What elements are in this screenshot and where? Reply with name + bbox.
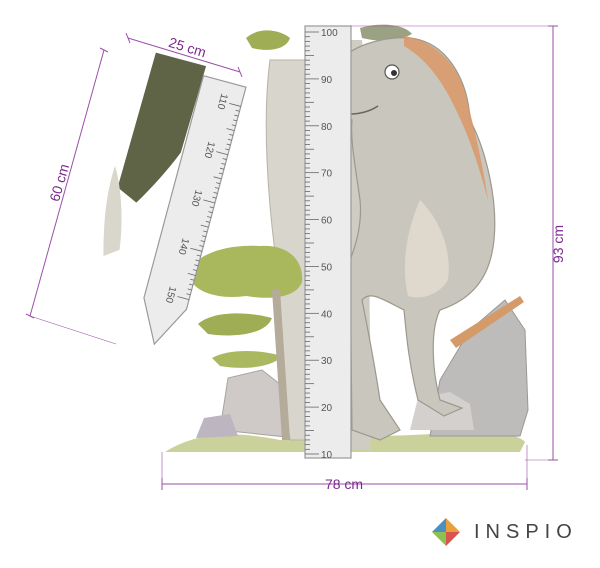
extension-ruler-tick xyxy=(203,230,208,233)
brand-footer: INSPIO xyxy=(432,516,578,548)
extension-trunk-dark xyxy=(117,52,207,203)
extension-ruler-tick xyxy=(231,124,236,127)
extension-ruler-tick xyxy=(226,128,235,131)
extension-ruler-tick xyxy=(222,158,227,160)
dimension-label-height-extension: 60 cm xyxy=(46,162,72,203)
extension-ruler-tick xyxy=(199,245,204,247)
extension-ruler-tick xyxy=(213,176,222,180)
extension-ruler-board xyxy=(143,74,247,346)
height-ruler-main: 100 90 80 70 60 50 40 30 20 10 xyxy=(304,25,352,461)
extension-ruler-tick xyxy=(196,254,201,257)
extension-ruler-tick xyxy=(192,269,197,272)
ruler-main-board xyxy=(304,25,352,459)
extension-ruler-tick xyxy=(218,172,223,175)
ruler-extension-piece: 110 120 130 140 150 xyxy=(103,52,247,346)
extension-ruler-tick xyxy=(227,138,232,141)
extension-ruler-label: 130 xyxy=(188,188,203,207)
extension-ruler-tick xyxy=(232,119,238,122)
logo-segment xyxy=(446,532,460,546)
ruler-label: 100 xyxy=(321,28,338,39)
extension-ruler-tick xyxy=(229,102,241,107)
main-wall-sticker: 100 90 80 70 60 50 40 30 20 10 xyxy=(165,24,529,461)
extension-ruler-tick xyxy=(177,296,190,301)
ruler-label: 70 xyxy=(321,169,333,180)
dinosaur xyxy=(326,36,524,441)
extension-ruler-label: 110 xyxy=(214,92,229,111)
ruler-label: 40 xyxy=(321,309,333,320)
extension-trunk-light xyxy=(103,165,122,256)
extension-ruler-tick xyxy=(216,151,228,156)
ruler-label: 90 xyxy=(321,75,333,86)
extension-ruler-tick xyxy=(213,191,218,194)
extension-ruler-tick xyxy=(205,220,210,223)
ruler-label: 50 xyxy=(321,262,333,273)
extension-ruler-tick xyxy=(188,283,194,286)
extension-ruler-tick xyxy=(195,259,200,262)
foliage-top xyxy=(246,30,290,50)
extension-ruler-tick xyxy=(200,240,205,243)
extension-ruler-label: 150 xyxy=(163,285,178,304)
logo-segment xyxy=(446,518,460,532)
bush-left xyxy=(188,245,303,298)
extension-ruler-tick xyxy=(200,224,209,228)
ruler-label: 20 xyxy=(321,403,333,414)
extension-ruler-tick xyxy=(234,114,239,117)
extension-ruler-tick xyxy=(208,211,213,214)
extension-ruler-tick xyxy=(194,264,199,267)
rock-small xyxy=(196,414,238,438)
extension-ruler-tick xyxy=(187,288,192,291)
height-extension-line xyxy=(29,49,105,317)
dimension-annotations xyxy=(25,25,558,490)
extension-ruler-tick xyxy=(186,293,191,296)
extension-ruler-tick xyxy=(229,133,234,136)
extension-ruler-tick xyxy=(235,109,240,112)
ruler-label: 30 xyxy=(321,356,333,367)
width-extension-line xyxy=(127,37,241,73)
extension-ruler-tick xyxy=(209,206,214,209)
extension-ruler-tick xyxy=(226,143,231,146)
ruler-label: 80 xyxy=(321,122,333,133)
brand-name: INSPIO xyxy=(474,520,578,543)
dino-back-stripe xyxy=(404,36,488,200)
inspio-logo-icon xyxy=(432,518,460,546)
extension-ruler-tick xyxy=(214,187,219,189)
extension-ruler-tick xyxy=(201,235,206,238)
dimension-label-height-main: 93 cm xyxy=(550,225,566,263)
extension-ruler-tick xyxy=(225,148,230,151)
bush-left-lowest xyxy=(212,351,282,368)
bush-left-lower xyxy=(198,313,272,336)
sapling-trunk xyxy=(272,290,290,440)
extension-ruler-tick xyxy=(212,196,217,199)
logo-segment xyxy=(432,518,446,532)
dimension-label-width-main: 78 cm xyxy=(325,476,363,492)
extension-ruler-tick xyxy=(190,278,195,281)
extension-ruler-label: 120 xyxy=(201,140,216,159)
logo-segment xyxy=(432,532,446,546)
extension-ruler-tick xyxy=(216,182,221,185)
foliage-top-2 xyxy=(360,24,412,41)
dino-tail-stick xyxy=(450,296,524,348)
extension-ruler-tick xyxy=(190,247,203,252)
extension-ruler-label: 140 xyxy=(176,237,191,256)
extension-ruler-tick xyxy=(187,273,196,276)
dino-belly xyxy=(404,200,449,298)
ruler-label: 60 xyxy=(321,216,333,227)
ruler-label: 10 xyxy=(321,450,333,461)
extension-ruler-tick xyxy=(220,167,225,170)
extension-ruler-tick xyxy=(203,199,216,204)
extension-ruler-tick xyxy=(221,162,226,165)
extension-ruler-tick xyxy=(207,216,212,218)
dino-pupil xyxy=(391,70,397,76)
